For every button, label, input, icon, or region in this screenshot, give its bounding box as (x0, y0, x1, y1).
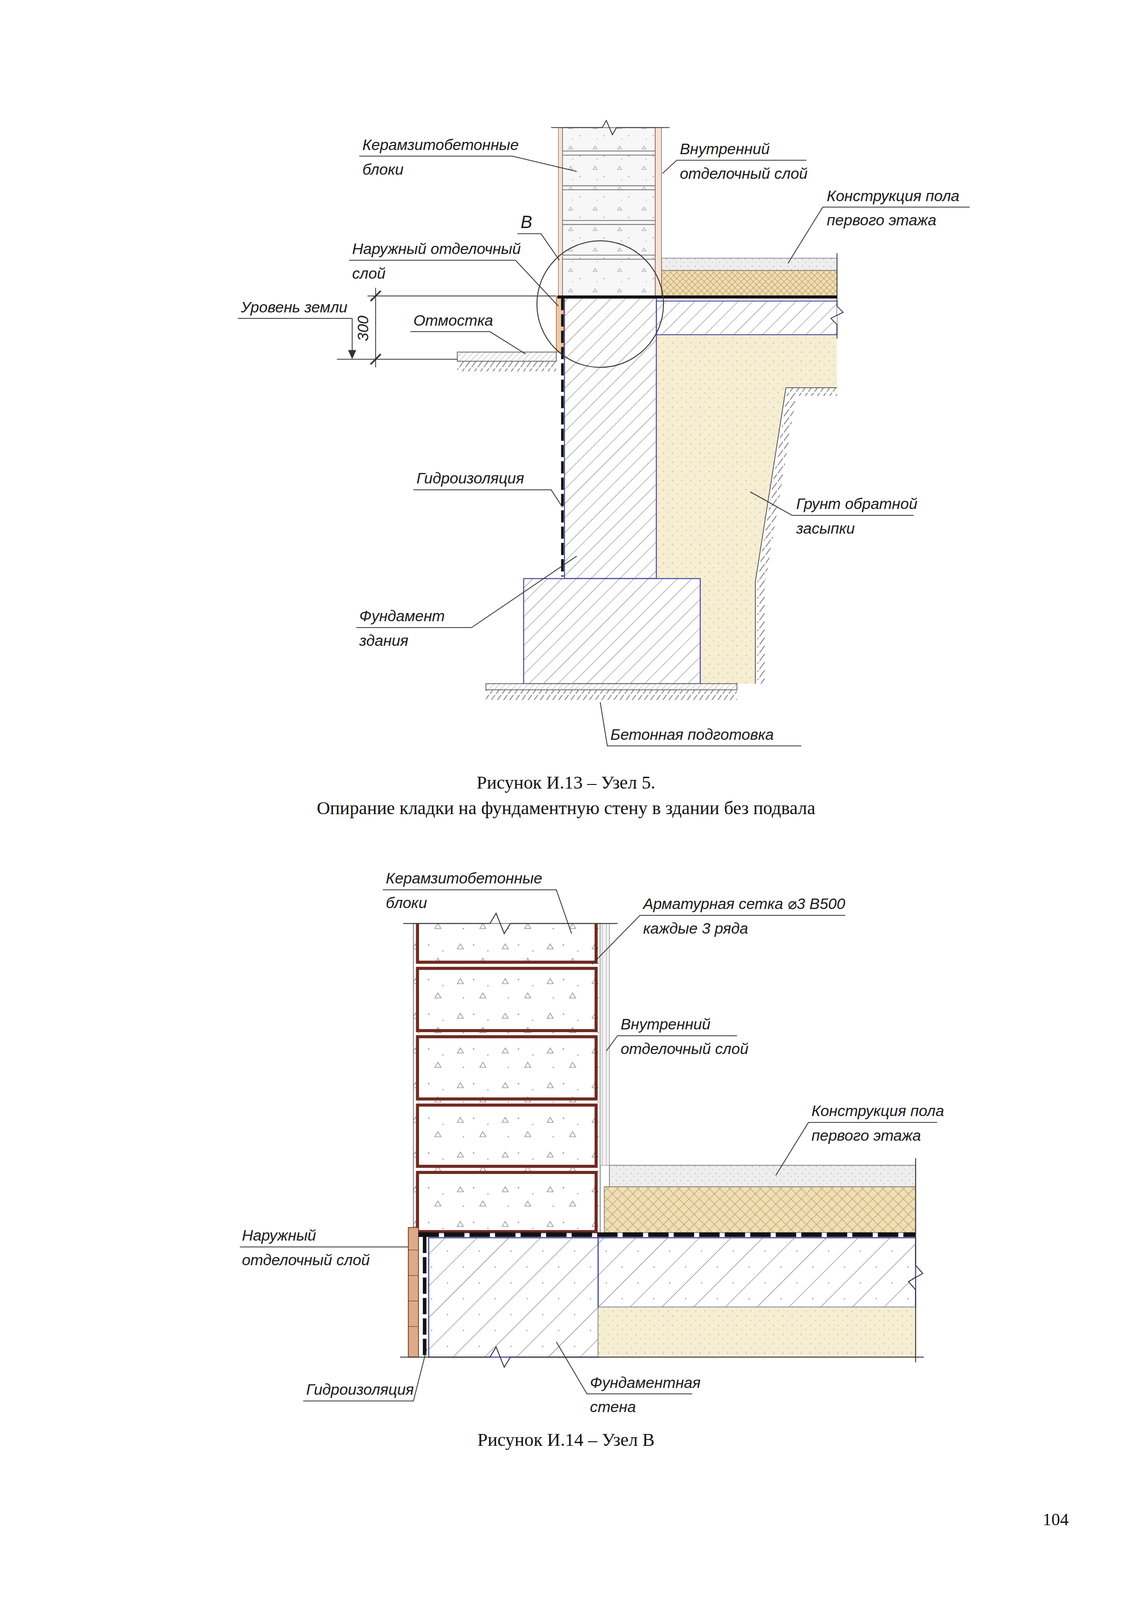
drawing-rect (604, 1187, 916, 1234)
drawing-g (239, 890, 938, 1402)
drawing-line (408, 1250, 419, 1251)
drawing-line (367, 295, 557, 297)
drawing-polyline (517, 233, 560, 261)
drawing-rect (485, 683, 737, 690)
drawing-rect (564, 297, 657, 579)
drawing-line (418, 1232, 916, 1238)
drawing-line (336, 359, 458, 360)
callout-label: Внутренний отделочный слой (679, 136, 823, 186)
drawing-polyline (237, 318, 353, 356)
drawing-rect (428, 1238, 599, 1358)
drawing-rect (609, 1165, 916, 1188)
dimension-value: 300 (355, 315, 372, 342)
callout-label: Отмостка (413, 308, 494, 334)
drawing-g (408, 1250, 419, 1328)
drawing-g (336, 287, 557, 368)
drawing-rect (417, 1105, 597, 1167)
drawing-rect (598, 1238, 916, 1308)
drawing-line (375, 287, 376, 368)
drawing-rect (523, 579, 701, 684)
callout-label: Керамзитобетонные блоки (386, 866, 550, 916)
drawing-rect (417, 1173, 597, 1233)
drawing-rect (598, 1307, 916, 1358)
drawing-line (370, 354, 381, 365)
callout-label: Гидроизоляция (306, 1377, 414, 1403)
drawing-rect (599, 923, 610, 1166)
callout-label: Конструкция пола первого этажа (811, 1099, 966, 1148)
drawing-rect (656, 301, 837, 335)
callout-label: Фундамент здания (359, 604, 462, 653)
callout-label: В (520, 210, 533, 235)
drawing-g (239, 890, 938, 1402)
drawing-rect (413, 923, 600, 1234)
drawing-g (237, 156, 970, 746)
drawing-line (370, 291, 381, 302)
callout-label: Арматурная сетка ⌀3 В500 каждые 3 ряда (642, 892, 863, 941)
drawing-polyline (413, 490, 563, 508)
drawing-rect (558, 127, 563, 298)
drawing-path (908, 1158, 923, 1363)
drawing-line (562, 219, 656, 221)
drawing-rect (417, 968, 597, 1031)
drawing-rect (457, 361, 557, 372)
drawing-path (348, 349, 357, 360)
drawing-line (562, 258, 656, 260)
drawing-line (562, 189, 656, 191)
callout-label: Наружный отделочный слой (352, 236, 526, 286)
callout-label: Наружный отделочный слой (241, 1223, 411, 1273)
drawing-rect (661, 258, 838, 271)
callout-label: Гидроизоляция (416, 466, 525, 491)
callout-label: Уровень земли (240, 295, 348, 320)
drawing-rect (661, 270, 838, 298)
drawing-g (417, 923, 597, 1233)
drawing-line (562, 154, 656, 156)
drawing-rect (408, 1227, 419, 1358)
drawing-line (562, 224, 656, 225)
callout-label: Конструкция пола первого этажа (826, 183, 981, 233)
drawing-line (562, 254, 656, 256)
figure-caption: Рисунок И.14 – Узел В (0, 1429, 1132, 1452)
drawing-polyline (239, 1246, 409, 1248)
callout-label: Фундаментная стена (589, 1371, 708, 1420)
page-number: 104 (1042, 1509, 1069, 1530)
drawing-line (422, 1237, 427, 1357)
figure-caption: Рисунок И.13 – Узел 5. (0, 771, 1132, 795)
callout-label: Внутренний отделочный слой (620, 1012, 764, 1062)
drawing-line (562, 150, 656, 152)
drawing-line (408, 1275, 419, 1277)
drawing-path (400, 1347, 924, 1368)
drawing-line (408, 1301, 419, 1302)
drawing-rect (457, 352, 557, 362)
drawing-g (562, 151, 656, 260)
drawing-line (557, 295, 837, 299)
figure-caption: Опирание кладки на фундаментную стену в … (0, 797, 1132, 820)
drawing-line (408, 1326, 419, 1328)
callout-label: Грунт обратной засыпки (796, 491, 924, 541)
drawing-line (562, 185, 656, 187)
callout-label: Бетонная подготовка (610, 722, 774, 748)
drawing-polyline (410, 331, 526, 355)
drawing-path (403, 913, 618, 934)
drawing-line (561, 297, 564, 577)
drawing-rect (485, 689, 737, 700)
drawing-rect (655, 127, 662, 298)
drawing-rect (417, 1037, 597, 1100)
drawing-path (551, 120, 670, 135)
drawing-rect (562, 127, 656, 298)
callout-label: Керамзитобетонные блоки (362, 132, 526, 182)
